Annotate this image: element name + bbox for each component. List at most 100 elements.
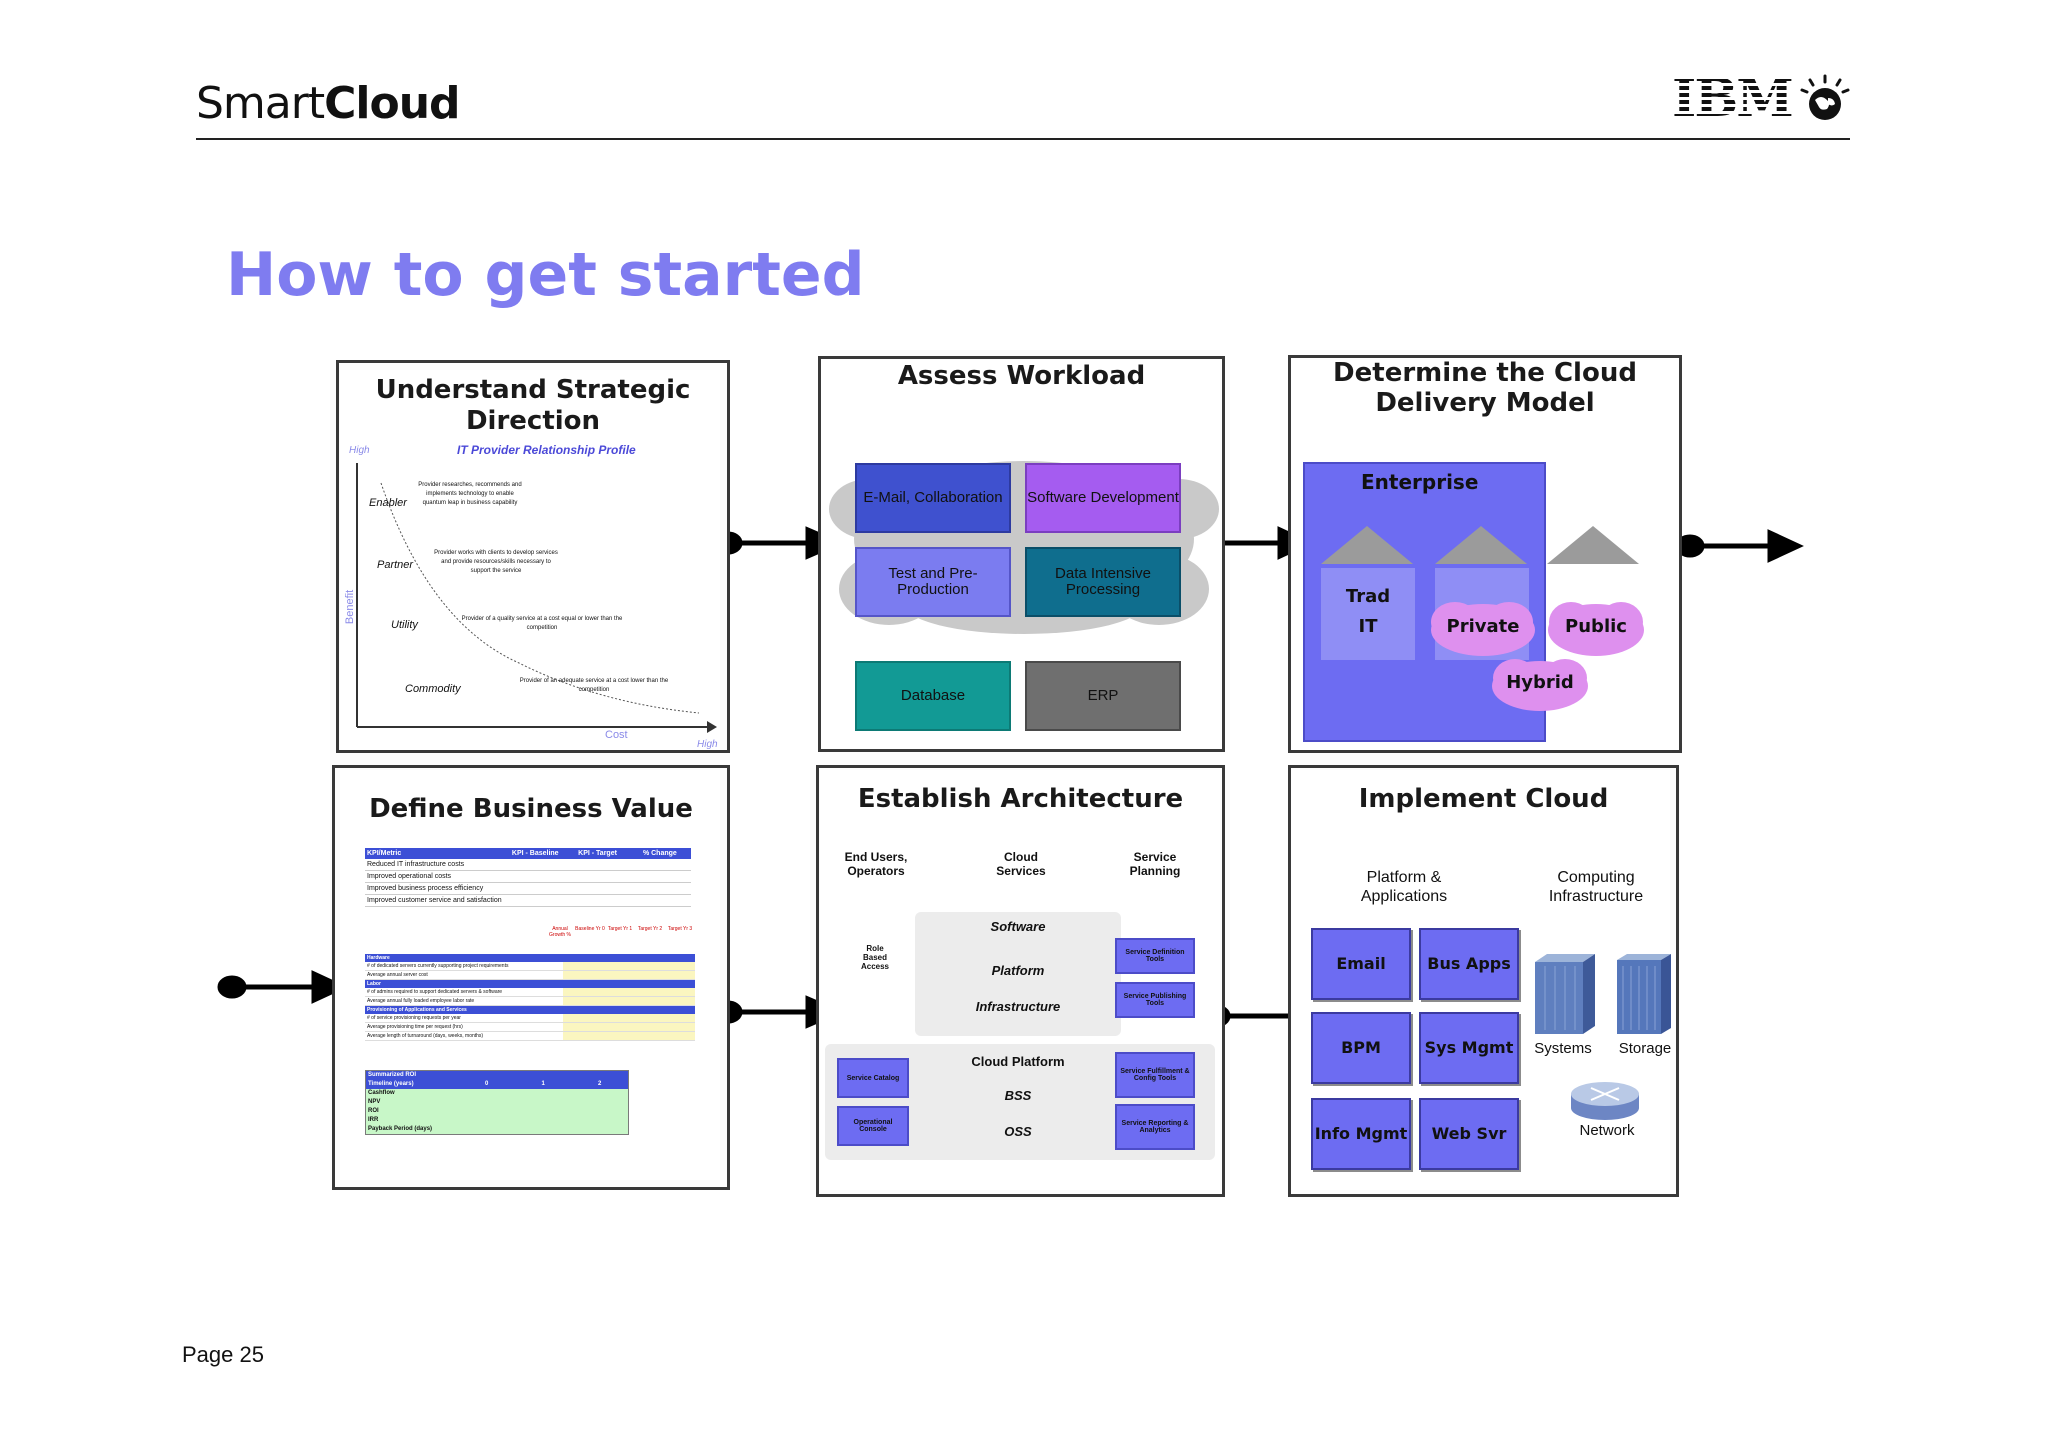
public-cloud-shape xyxy=(1548,602,1644,656)
systems-server-icon xyxy=(1535,954,1595,1034)
growth-col: Target Yr 3 xyxy=(667,926,693,932)
arch-service-fulfillment: Service Fulfillment & Config Tools xyxy=(1115,1052,1195,1098)
implement-info-mgmt: Info Mgmt xyxy=(1311,1098,1411,1170)
ibm-logo: IBM xyxy=(1672,68,1794,129)
network-router-icon xyxy=(1571,1082,1639,1120)
strategic-desc-commodity: Provider of an adequate service at a cos… xyxy=(519,678,669,693)
trad-it-box xyxy=(1321,568,1415,660)
trad-it-label: Trad IT xyxy=(1321,582,1415,642)
arch-infrastructure: Infrastructure xyxy=(975,999,1061,1014)
strategic-level-partner: Partner xyxy=(377,559,414,571)
growth-section-header: Labor xyxy=(365,980,695,988)
panel-implement-cloud: Implement Cloud Platform & Applications … xyxy=(1288,765,1679,1197)
panel-title-business: Define Business Value xyxy=(369,794,693,824)
public-label: Public xyxy=(1565,616,1627,637)
arch-col-service-planning: Service Planning xyxy=(1129,850,1181,878)
growth-row: Average annual fully loaded employee lab… xyxy=(365,997,695,1006)
arch-service-catalog: Service Catalog xyxy=(837,1058,909,1098)
ibm-logo-text: IBM xyxy=(1672,68,1794,129)
trad-it-line1: Trad xyxy=(1345,586,1391,607)
strategic-level-enabler: Enabler xyxy=(369,497,407,509)
arch-role-based-access: Role Based Access xyxy=(860,944,890,971)
panel-business-value: Define Business Value KPI/Metric KPI - B… xyxy=(332,765,730,1190)
delivery-roof-shapes xyxy=(1321,526,1639,564)
private-label: Private xyxy=(1446,616,1520,637)
strategic-chart-title: IT Provider Relationship Profile xyxy=(457,443,636,457)
workload-database: Database xyxy=(855,661,1011,731)
brand-logo: SmartCloud xyxy=(196,78,461,129)
financial-year: 0 xyxy=(485,1081,489,1087)
strategic-title-line1: Understand Strategic xyxy=(375,375,691,405)
implement-email: Email xyxy=(1311,928,1411,1000)
workload-software-development: Software Development xyxy=(1025,463,1181,533)
panel-title-implement: Implement Cloud xyxy=(1358,784,1609,814)
strategic-desc-utility: Provider of a quality service at a cost … xyxy=(461,616,623,631)
growth-row: Average provisioning time per request (h… xyxy=(365,1023,695,1032)
panel-assess-workload: Assess Workload E-Mail, Collaboration So… xyxy=(818,356,1225,752)
implement-computing-label: Computing Infrastructure xyxy=(1548,869,1644,905)
kpi-table: KPI/Metric KPI - Baseline KPI - Target %… xyxy=(365,848,691,907)
growth-row: # of dedicated servers currently support… xyxy=(365,962,695,971)
panel-architecture: Establish Architecture End Users, Operat… xyxy=(816,765,1225,1197)
implement-bpm: BPM xyxy=(1311,1012,1411,1084)
kpi-row: Reduced IT infrastructure costs xyxy=(365,859,691,871)
growth-section-header: Hardware xyxy=(365,954,695,962)
storage-icon xyxy=(1617,954,1671,1034)
hybrid-label: Hybrid xyxy=(1506,672,1574,693)
private-cloud-shape xyxy=(1431,602,1535,656)
financial-row: IRR xyxy=(368,1117,379,1123)
arch-oss: OSS xyxy=(1004,1124,1032,1139)
delivery-title-line2: Delivery Model xyxy=(1375,388,1595,418)
enterprise-label: Enterprise xyxy=(1361,470,1479,494)
systems-label: Systems xyxy=(1534,1040,1592,1057)
strategic-title-line2: Direction xyxy=(465,406,601,436)
panel-title-assess: Assess Workload xyxy=(897,361,1146,391)
arch-platform: Platform xyxy=(991,963,1045,978)
growth-row: Average length of turnaround (days, week… xyxy=(365,1032,695,1041)
financial-row: Payback Period (days) xyxy=(368,1126,433,1132)
implement-sys-mgmt: Sys Mgmt xyxy=(1419,1012,1519,1084)
implement-web-svr: Web Svr xyxy=(1419,1098,1519,1170)
strategic-level-commodity: Commodity xyxy=(405,683,461,695)
arch-cloud-platform: Cloud Platform xyxy=(971,1054,1065,1069)
delivery-title-line1: Determine the Cloud xyxy=(1333,358,1637,388)
growth-row: # of service provisioning requests per y… xyxy=(365,1014,695,1023)
arch-service-reporting: Service Reporting & Analytics xyxy=(1115,1104,1195,1150)
header-rule xyxy=(196,138,1850,140)
workload-erp: ERP xyxy=(1025,661,1181,731)
kpi-header-metric: KPI/Metric xyxy=(367,850,402,857)
implement-platform-label: Platform & Applications xyxy=(1360,869,1448,905)
panel-strategic-direction: Understand Strategic Direction IT Provid… xyxy=(336,360,730,753)
kpi-row: Improved customer service and satisfacti… xyxy=(365,895,691,907)
kpi-row: Improved operational costs xyxy=(365,871,691,883)
hybrid-cloud-shape xyxy=(1492,659,1588,711)
financial-header: Summarized ROI xyxy=(366,1071,628,1080)
growth-header: Annual Growth % Baseline Yr 0 Target Yr … xyxy=(545,926,695,938)
strategic-chart-axes xyxy=(356,463,717,733)
kpi-header-change: % Change xyxy=(642,850,677,857)
arch-col-end-users: End Users, Operators xyxy=(844,850,908,878)
financial-timeline-row: Timeline (years) 0 1 2 xyxy=(366,1080,628,1089)
financial-year: 1 xyxy=(541,1081,545,1087)
arch-bss: BSS xyxy=(1004,1088,1032,1103)
strategic-high-y: High xyxy=(349,445,370,456)
panel-title-architecture: Establish Architecture xyxy=(857,784,1184,814)
financial-row: ROI xyxy=(368,1108,379,1114)
implement-bus-apps: Bus Apps xyxy=(1419,928,1519,1000)
strategic-x-axis-label: Cost xyxy=(605,729,628,741)
growth-table: Hardware # of dedicated servers currentl… xyxy=(365,954,695,1041)
trad-it-line2: IT xyxy=(1358,616,1378,637)
growth-col: Baseline Yr 0 xyxy=(575,926,605,932)
workload-email-collaboration: E-Mail, Collaboration xyxy=(855,463,1011,533)
strategic-high-x: High xyxy=(697,739,718,750)
page-title: How to get started xyxy=(226,240,865,310)
strategic-desc-enabler: Provider researches, recommends and impl… xyxy=(418,482,522,506)
financial-row: Cashflow xyxy=(368,1090,395,1096)
arch-col-cloud-services: Cloud Services xyxy=(996,850,1046,878)
kpi-header-target: KPI - Target xyxy=(578,850,617,857)
growth-col: Target Yr 2 xyxy=(637,926,663,932)
kpi-header-row: KPI/Metric KPI - Baseline KPI - Target %… xyxy=(365,848,691,859)
workload-data-intensive: Data Intensive Processing xyxy=(1025,547,1181,617)
financial-row: NPV xyxy=(368,1099,381,1105)
financial-year: 2 xyxy=(598,1081,602,1087)
